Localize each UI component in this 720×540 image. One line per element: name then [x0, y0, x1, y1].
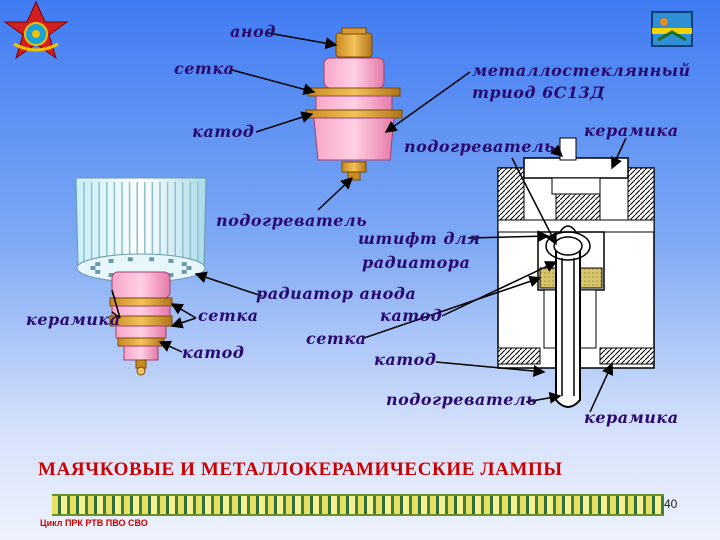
footer-text: Цикл ПРК РТВ ПВО СВО — [40, 518, 148, 528]
radiator-hole — [186, 266, 192, 270]
label-katod-mid: катод — [380, 306, 443, 325]
label-podogrevatel-right: подогреватель — [404, 137, 556, 156]
radiator-hole — [168, 258, 174, 263]
label-shtift-line2: радиатора — [362, 253, 471, 272]
label-setka-left: сетка — [198, 306, 259, 325]
radiator-hole — [95, 269, 101, 274]
radiator-hole — [181, 269, 187, 274]
label-triod-line1: металлостеклянный — [472, 61, 691, 80]
lighthouse-tube-section — [497, 137, 655, 408]
label-setka-mid: сетка — [306, 329, 367, 348]
page-number: 40 — [664, 497, 678, 511]
metal-ceramic-lamp — [75, 177, 207, 376]
radiator-hole — [181, 262, 187, 267]
radiator-hole — [168, 273, 174, 278]
label-katod-lower: катод — [374, 350, 437, 369]
label-keramika-top-right: керамика — [584, 121, 679, 140]
triode-6s13d — [305, 27, 403, 181]
label-katod-top: катод — [192, 122, 255, 141]
radiator-hole — [108, 258, 114, 263]
label-podogrevatel-left: подогреватель — [216, 211, 368, 230]
decorative-band — [52, 494, 664, 516]
label-anod: анод — [230, 22, 276, 41]
label-triod-line2: триод 6С13Д — [472, 83, 605, 102]
label-keramika-bottom: керамика — [584, 408, 679, 427]
slide-title: МАЯЧКОВЫЕ И МЕТАЛЛОКЕРАМИЧЕСКИЕ ЛАМПЫ — [38, 459, 563, 480]
radiator-hole — [108, 273, 114, 278]
label-radiator: радиатор анода — [256, 284, 417, 303]
radiator-hole — [127, 257, 133, 262]
label-shtift-line1: штифт для — [358, 229, 481, 248]
radiator-hole — [149, 257, 155, 262]
label-katod-left: катод — [182, 343, 245, 362]
red-star-emblem-icon — [3, 0, 69, 60]
radiator-hole — [95, 262, 101, 267]
book-logo-icon — [651, 11, 693, 47]
label-podogrevatel-bottom: подогреватель — [386, 390, 538, 409]
label-keramika-left: керамика — [26, 310, 121, 329]
radiator-hole — [90, 266, 96, 270]
label-setka-top: сетка — [174, 59, 235, 78]
